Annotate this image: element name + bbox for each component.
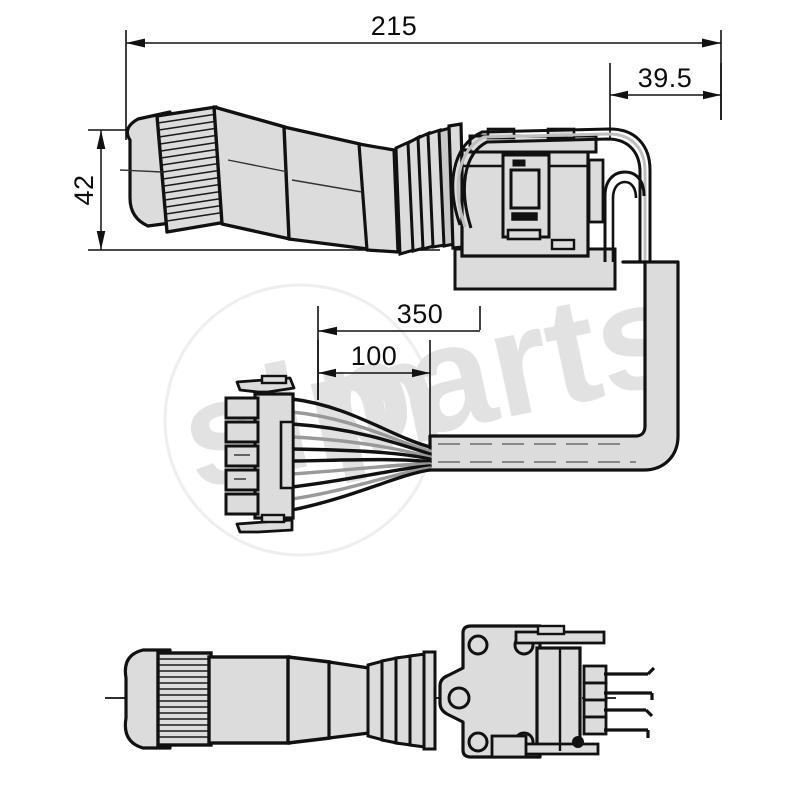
watermark-circle — [163, 283, 437, 557]
dimension-label-350: 350 — [397, 299, 444, 329]
cable-loop-outer — [451, 127, 652, 262]
knurl-ribs — [157, 113, 227, 222]
dimension-label-100: 100 — [351, 341, 398, 371]
dimension-harness-length: 350 — [317, 299, 481, 400]
terminal-pins — [604, 672, 652, 732]
switch-bottom-rivet — [572, 736, 584, 748]
connector-latch-bottom-tab — [260, 513, 286, 524]
arrowhead-right — [412, 368, 430, 378]
lever-shaft-taper — [357, 142, 400, 254]
top-view-assembly — [119, 105, 680, 472]
terminal-block — [582, 664, 608, 736]
arrowhead-left — [318, 368, 336, 378]
flange-hole-side — [447, 686, 471, 710]
arrowhead-right — [703, 90, 721, 100]
dimension-overall-length: 215 — [125, 11, 722, 140]
ribbon-cable-detail — [438, 443, 636, 463]
dimension-wire-fan-length: 100 — [317, 340, 431, 442]
lever-shaft-taper-side — [327, 660, 371, 740]
boot-collar-side — [422, 650, 437, 751]
arrowhead-left — [126, 38, 145, 48]
lever-shaft-segment-2 — [282, 125, 370, 251]
mounting-flange — [438, 624, 542, 759]
rubber-boot — [394, 126, 456, 256]
switch-bottom-tab-side — [514, 742, 600, 756]
switch-contact-bar — [511, 212, 538, 221]
arrowhead-top — [96, 130, 106, 149]
switch-bottom-boss — [490, 734, 528, 759]
housing-bottom-tab — [550, 238, 576, 251]
cable-return-loop — [603, 170, 646, 262]
arrowhead-right — [702, 38, 721, 48]
switch-foot — [506, 228, 542, 241]
cable-loop-center-fill — [456, 132, 647, 262]
dimension-label-42: 42 — [69, 174, 99, 205]
terminal-pin-hooks — [644, 666, 656, 738]
switch-detent — [512, 159, 526, 167]
switch-actuator — [509, 168, 541, 210]
arrowhead-left — [318, 326, 337, 336]
cable-return-loop-inner — [611, 180, 638, 262]
dimension-label-215: 215 — [371, 11, 418, 41]
shaft-detail-lines — [119, 159, 363, 193]
rubber-boot-side — [366, 652, 427, 749]
knurl-ribs-side — [159, 658, 210, 738]
dimension-label-395: 39.5 — [638, 63, 693, 93]
arrowhead-bottom — [96, 231, 106, 250]
cable-loop-inner — [462, 137, 642, 262]
bottom-view-assembly — [105, 624, 656, 759]
arrowhead-left — [610, 90, 628, 100]
switch-top-stud — [536, 624, 566, 636]
lever-shaft-segment-2-side — [286, 655, 332, 745]
switch-body-side — [535, 646, 582, 753]
dimension-body-depth: 39.5 — [609, 63, 722, 140]
connector-terminal-slots — [224, 396, 260, 516]
lever-shaft-segment-1 — [212, 105, 292, 241]
connector-latch-tab — [260, 374, 288, 385]
wire-bundle — [290, 397, 432, 512]
flange-hole-bottom-left — [467, 731, 489, 753]
harness-view-assembly — [224, 374, 432, 534]
knurled-grip-side — [156, 651, 213, 747]
lever-shaft-segment-1-side — [207, 655, 291, 745]
connector-inner-wall — [279, 420, 295, 490]
connector-slot-marks — [234, 454, 250, 480]
flange-hole-top-left — [467, 634, 489, 656]
housing-side-rib — [587, 158, 605, 224]
